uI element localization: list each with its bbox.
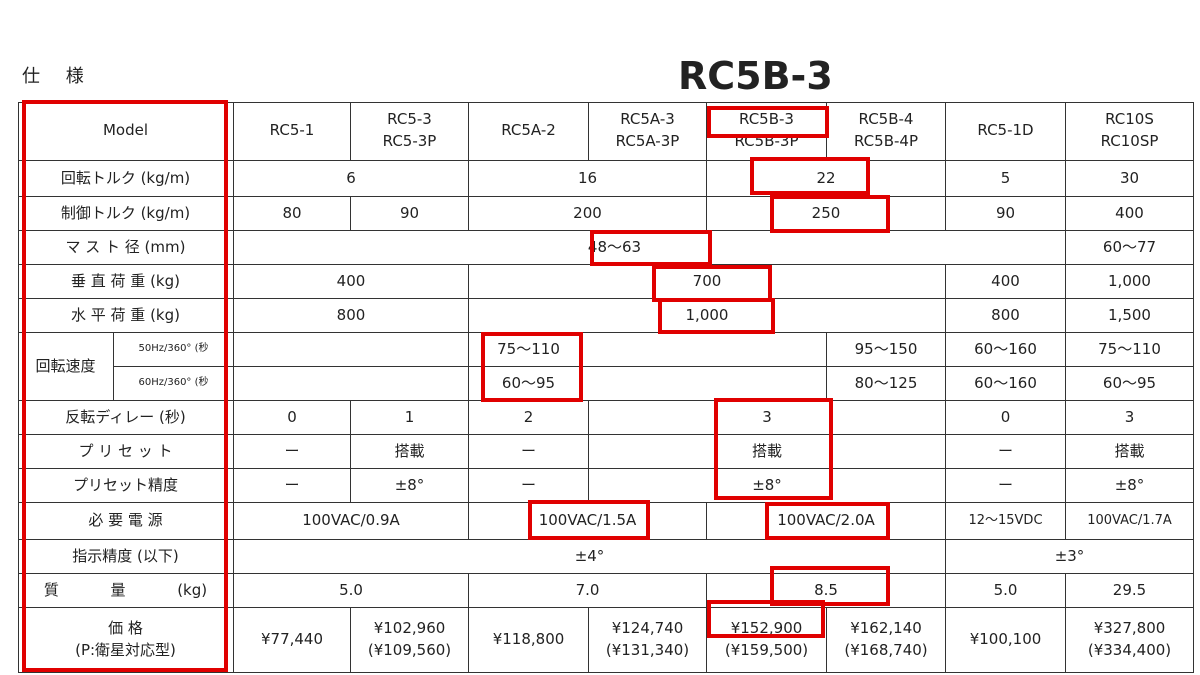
price-cell: ¥118,800 — [469, 608, 589, 673]
label-vertical-load: 垂 直 荷 重 (kg) — [18, 265, 234, 299]
price-cell: ¥77,440 — [234, 608, 351, 673]
value-cell: 75〜110 — [1066, 333, 1194, 367]
value-cell: 90 — [351, 197, 469, 231]
value-cell: 搭載 — [351, 435, 469, 469]
value-cell: 100VAC/1.5A — [469, 503, 707, 540]
value-cell: 250 — [707, 197, 946, 231]
value-cell: 5.0 — [946, 574, 1066, 608]
value-cell: 5.0 — [234, 574, 469, 608]
value-cell: 60〜95 — [1066, 367, 1194, 401]
value-cell: 400 — [234, 265, 469, 299]
value-cell: ±4° — [234, 540, 946, 574]
highlight-title: RC5B-3 — [678, 54, 833, 98]
label-rotation-speed: 回転速度 — [18, 333, 114, 401]
value-cell: ー — [234, 469, 351, 503]
value-cell: 60〜95 — [469, 367, 827, 401]
spec-table — [18, 102, 1194, 673]
label-price: 価 格(P:衛星対応型) — [18, 608, 234, 673]
value-cell: 90 — [946, 197, 1066, 231]
price-cell: ¥124,740(¥131,340) — [589, 608, 707, 673]
value-cell: 60〜160 — [946, 367, 1066, 401]
model-header: RC5-1 — [234, 102, 351, 161]
value-cell: ±8° — [1066, 469, 1194, 503]
label-reversal-delay: 反転ディレー (秒) — [18, 401, 234, 435]
value-cell: 0 — [234, 401, 351, 435]
price-cell: ¥102,960(¥109,560) — [351, 608, 469, 673]
value-cell: 6 — [234, 161, 469, 197]
value-cell: 700 — [469, 265, 946, 299]
value-cell: 95〜150 — [827, 333, 946, 367]
value-cell: ±8° — [351, 469, 469, 503]
value-cell: 1,000 — [1066, 265, 1194, 299]
value-cell: 8.5 — [707, 574, 946, 608]
price-cell: ¥100,100 — [946, 608, 1066, 673]
value-cell: 29.5 — [1066, 574, 1194, 608]
value-cell: 60〜77 — [1066, 231, 1194, 265]
value-cell: 2 — [469, 401, 589, 435]
value-cell: ー — [469, 469, 589, 503]
value-cell: ±3° — [946, 540, 1194, 574]
value-cell: 1,500 — [1066, 299, 1194, 333]
label-speed-50hz: 50Hz/360° (秒 — [114, 333, 234, 367]
value-cell: 搭載 — [1066, 435, 1194, 469]
section-heading: 仕 様 — [22, 66, 94, 87]
label-preset: プ リ セ ッ ト — [18, 435, 234, 469]
label-brake-torque: 制御トルク (kg/m) — [18, 197, 234, 231]
model-header: RC5A-2 — [469, 102, 589, 161]
value-cell: ー — [946, 469, 1066, 503]
value-cell — [234, 333, 469, 367]
label-power: 必 要 電 源 — [18, 503, 234, 540]
value-cell: 16 — [469, 161, 707, 197]
value-cell: 60〜160 — [946, 333, 1066, 367]
value-cell: 搭載 — [589, 435, 946, 469]
value-cell: 1,000 — [469, 299, 946, 333]
value-cell: ー — [234, 435, 351, 469]
value-cell: ー — [946, 435, 1066, 469]
value-cell: 80 — [234, 197, 351, 231]
value-cell: 1 — [351, 401, 469, 435]
value-cell — [234, 367, 469, 401]
value-cell: ー — [469, 435, 589, 469]
value-cell: 100VAC/1.7A — [1066, 503, 1194, 540]
value-cell: 3 — [1066, 401, 1194, 435]
label-mast: マ ス ト 径 (mm) — [18, 231, 234, 265]
value-cell: 800 — [946, 299, 1066, 333]
label-model: Model — [18, 102, 234, 161]
value-cell: 0 — [946, 401, 1066, 435]
value-cell: 75〜110 — [469, 333, 827, 367]
value-cell: ±8° — [589, 469, 946, 503]
label-indication-accuracy: 指示精度 (以下) — [18, 540, 234, 574]
price-cell: ¥152,900(¥159,500) — [707, 608, 827, 673]
label-horizontal-load: 水 平 荷 重 (kg) — [18, 299, 234, 333]
value-cell: 30 — [1066, 161, 1194, 197]
value-cell: 400 — [946, 265, 1066, 299]
value-cell: 800 — [234, 299, 469, 333]
price-cell: ¥162,140(¥168,740) — [827, 608, 946, 673]
value-cell: 200 — [469, 197, 707, 231]
value-cell: 22 — [707, 161, 946, 197]
label-weight: 質量(kg) — [18, 574, 234, 608]
value-cell: 48〜63 — [234, 231, 1066, 265]
value-cell: 3 — [589, 401, 946, 435]
value-cell: 12〜15VDC — [946, 503, 1066, 540]
model-header: RC5-1D — [946, 102, 1066, 161]
value-cell: 7.0 — [469, 574, 707, 608]
price-cell: ¥327,800(¥334,400) — [1066, 608, 1194, 673]
value-cell: 80〜125 — [827, 367, 946, 401]
value-cell: 5 — [946, 161, 1066, 197]
label-rotation-torque: 回転トルク (kg/m) — [18, 161, 234, 197]
value-cell: 100VAC/2.0A — [707, 503, 946, 540]
value-cell: 100VAC/0.9A — [234, 503, 469, 540]
value-cell: 400 — [1066, 197, 1194, 231]
label-speed-60hz: 60Hz/360° (秒 — [114, 367, 234, 401]
label-preset-accuracy: プリセット精度 — [18, 469, 234, 503]
